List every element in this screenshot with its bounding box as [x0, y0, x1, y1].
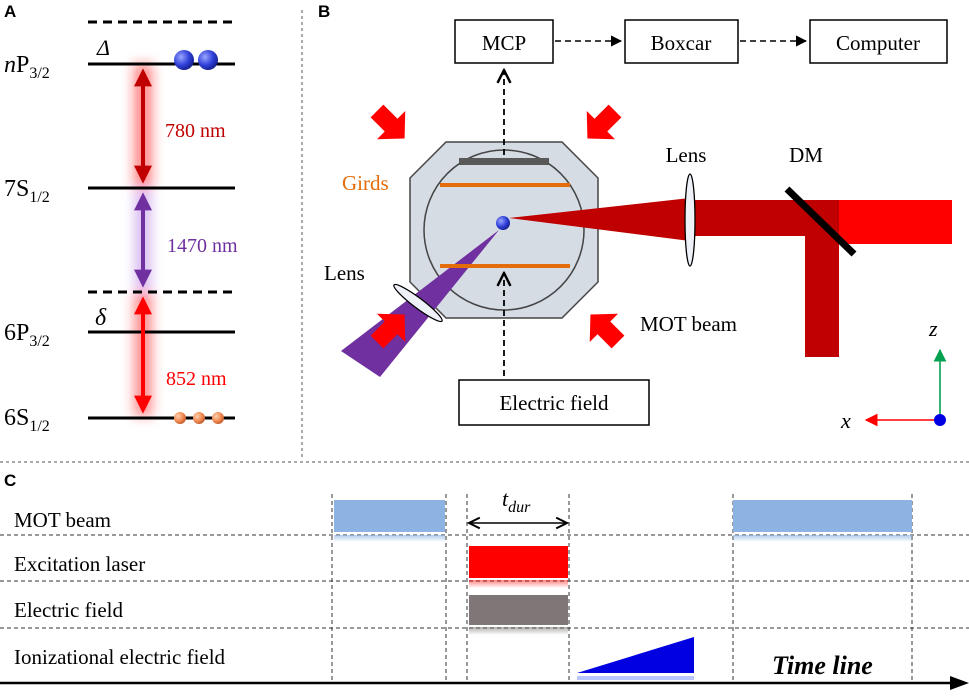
boxcar-box — [624, 19, 739, 64]
panel-label-c: C — [4, 471, 16, 490]
mot-beam-label: MOT beam — [640, 312, 737, 336]
lens-right — [684, 173, 696, 267]
panel-label-a: A — [4, 2, 16, 21]
grids-label: Girds — [342, 171, 389, 195]
electric-field-pulse — [469, 595, 568, 625]
mot-beam-pulse-2-reflection — [733, 535, 912, 542]
mot-beam-pulse-1 — [334, 500, 445, 532]
detector-plate — [459, 158, 549, 165]
row-label-excitation-laser: Excitation laser — [14, 552, 145, 576]
timeline-label: Time line — [772, 651, 873, 680]
level-label-6p32: 6P3/2 — [4, 320, 50, 350]
row-label-electric-field: Electric field — [14, 598, 124, 622]
mot-beam-arrow-top-left — [370, 104, 406, 140]
z-axis-label: z — [928, 316, 938, 341]
rydberg-atom-1 — [174, 50, 194, 70]
panel-label-b: B — [318, 2, 330, 21]
mcp-label: MCP — [482, 31, 526, 55]
wavelength-852: 852 nm — [166, 368, 227, 390]
detuning-large-delta: Δ — [96, 35, 110, 60]
ionization-ramp — [577, 637, 694, 673]
axis-origin — [934, 414, 946, 426]
rydberg-atom-2 — [198, 50, 218, 70]
row-label-ionizational-field: Ionizational electric field — [14, 645, 226, 669]
electric-field-box — [458, 379, 650, 426]
red-beam-main — [839, 200, 952, 244]
mot-beam-pulse-2 — [733, 500, 912, 532]
ground-atom-2 — [193, 412, 205, 424]
excitation-laser-pulse — [469, 546, 568, 578]
boxcar-label: Boxcar — [651, 31, 712, 55]
electric-field-label: Electric field — [499, 391, 609, 415]
lens-right-label: Lens — [666, 143, 707, 167]
level-label-np32: nP3/2 — [4, 52, 50, 82]
wavelength-1470: 1470 nm — [167, 235, 238, 257]
mot-beam-arrow-top-right — [586, 104, 622, 140]
dichroic-mirror — [784, 186, 857, 257]
wavelength-780: 780 nm — [165, 120, 226, 142]
dark-red-beam — [690, 200, 839, 357]
ground-atom-1 — [174, 412, 186, 424]
mcp-box — [454, 19, 554, 64]
timeline-arrowhead — [950, 676, 969, 690]
ground-atom-3 — [212, 412, 224, 424]
electric-field-reflection — [469, 627, 568, 635]
red-beam-cone — [509, 198, 690, 241]
mot-beam-arrow-bottom-left — [370, 313, 406, 349]
tdur-label: tdur — [502, 486, 531, 516]
computer-box — [809, 19, 948, 64]
level-label-7s12: 7S1/2 — [4, 176, 50, 206]
lens-left — [393, 283, 443, 323]
dm-label: DM — [789, 143, 823, 167]
lens-left-label: Lens — [324, 261, 365, 285]
detuning-small-delta: δ — [95, 305, 107, 331]
ionization-ramp-reflection — [577, 676, 694, 680]
excitation-laser-reflection — [469, 580, 568, 588]
x-axis-label: x — [840, 408, 851, 433]
computer-label: Computer — [836, 31, 920, 55]
level-label-6s12: 6S1/2 — [4, 405, 50, 435]
mot-beam-pulse-1-reflection — [334, 535, 445, 542]
mot-beam-arrow-bottom-right — [589, 313, 625, 349]
row-label-mot-beam: MOT beam — [14, 508, 111, 532]
atom-cloud — [496, 216, 510, 230]
